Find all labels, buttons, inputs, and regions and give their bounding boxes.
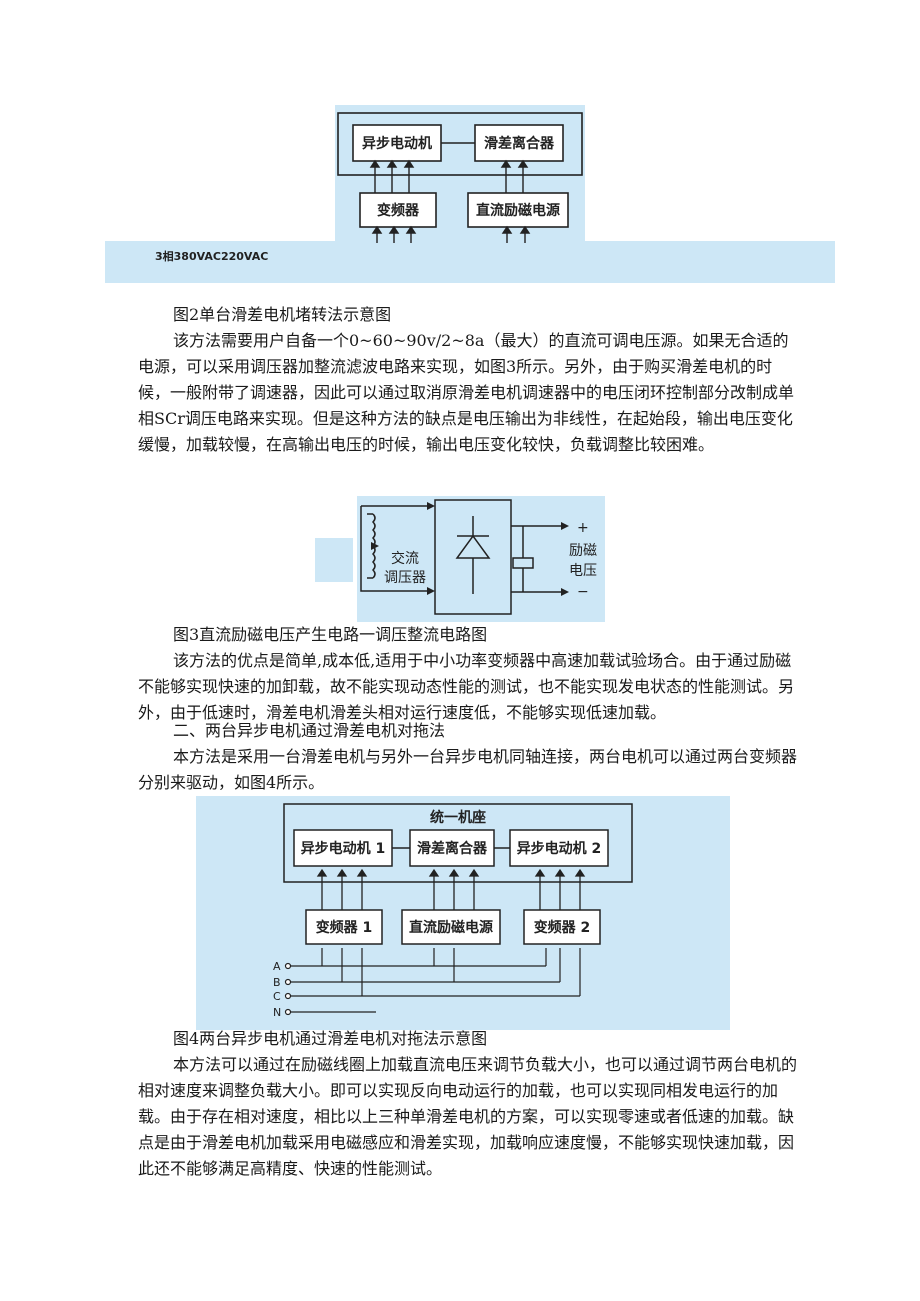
paragraph-2: 该方法的优点是简单,成本低,适用于中小功率变频器中高速加载试验场合。由于通过励磁… — [138, 651, 795, 722]
unified-base-frame — [283, 803, 633, 883]
inverter-1-label: 变频器 1 — [316, 919, 373, 936]
excitation-label-1: 励磁 — [569, 543, 597, 559]
motor-1-label: 异步电动机 1 — [301, 840, 386, 857]
dc-excitation-label: 直流励磁电源 — [476, 202, 560, 219]
figure-4-arrows — [316, 868, 586, 910]
line-c-label: C — [273, 990, 281, 1003]
slip-clutch-label: 滑差离合器 — [484, 135, 555, 152]
figure-3-diagram: 交流 调压器 + − 励磁 电压 — [315, 496, 605, 622]
inverter-1-box — [305, 909, 383, 945]
ac-regulator-label-1: 交流 — [391, 550, 419, 567]
inverter-2-box — [523, 909, 601, 945]
figure-2-outer-frame — [337, 112, 583, 176]
arrow-plus-out — [561, 522, 569, 530]
figure-3-caption: 图3直流励磁电压产生电路一调压整流电路图 — [173, 625, 488, 644]
slip-clutch-box — [474, 124, 564, 162]
line-b-label: B — [273, 976, 281, 989]
line-n-label: N — [273, 1006, 281, 1019]
slip-clutch-label: 滑差离合器 — [417, 840, 488, 857]
motor-2-label: 异步电动机 2 — [517, 840, 602, 857]
inverter-label: 变频器 — [377, 202, 420, 219]
supply-lines — [284, 948, 581, 1016]
paragraph-4: 本方法可以通过在励磁线圈上加载直流电压来调节负载大小，也可以通过调节两台电机的相… — [138, 1055, 798, 1178]
left-wire — [360, 506, 430, 592]
figure-2-diagram: 异步电动机 滑差离合器 变频器 直流励磁电源 3相380VAC220VAC — [105, 105, 835, 283]
unified-base-label: 统一机座 — [430, 809, 486, 826]
supply-label: 3相380VAC220VAC — [155, 249, 268, 263]
output-wires — [511, 525, 565, 593]
figure-4-diagram: 统一机座 异步电动机 1 滑差离合器 异步电动机 2 变频器 1 直流励磁电源 … — [196, 796, 730, 1030]
async-motor-box — [352, 124, 442, 162]
paragraph-1: 该方法需要用户自备一个0~60~90v/2~8a（最大）的直流可调电压源。如果无… — [138, 331, 795, 454]
inverter-2-label: 变频器 2 — [534, 919, 591, 936]
capacitor-symbol — [512, 557, 534, 569]
slip-clutch-box — [409, 829, 495, 867]
arrow-into-rectifier-top — [427, 502, 435, 510]
arrow-minus-out — [561, 588, 569, 596]
excitation-label-2: 电压 — [569, 563, 597, 579]
dc-excitation-box — [401, 909, 501, 945]
figure-3-side-block — [315, 538, 353, 582]
figure-2-arrows — [369, 159, 531, 243]
dc-excitation-box — [467, 192, 569, 228]
figure-4-caption: 图4两台异步电机通过滑差电机对拖法示意图 — [173, 1029, 488, 1048]
ac-regulator-label-2: 调压器 — [384, 570, 426, 586]
wiper-arrow — [371, 542, 379, 550]
minus-label: − — [577, 584, 589, 600]
paragraph-3: 本方法是采用一台滑差电机与另外一台异步电机同轴连接，两台电机可以通过两台变频器分… — [138, 747, 798, 792]
async-motor-label: 异步电动机 — [362, 135, 432, 152]
figure-2-caption: 图2单台滑差电机堵转法示意图 — [173, 305, 392, 324]
line-a-label: A — [273, 960, 281, 973]
inverter-box — [359, 192, 437, 228]
figure-2-band — [105, 241, 835, 283]
dc-excitation-label: 直流励磁电源 — [409, 919, 493, 936]
section-heading-2: 二、两台异步电机通过滑差电机对拖法 — [173, 721, 446, 740]
arrow-into-rectifier-bottom — [427, 587, 435, 595]
plus-label: + — [577, 520, 589, 536]
